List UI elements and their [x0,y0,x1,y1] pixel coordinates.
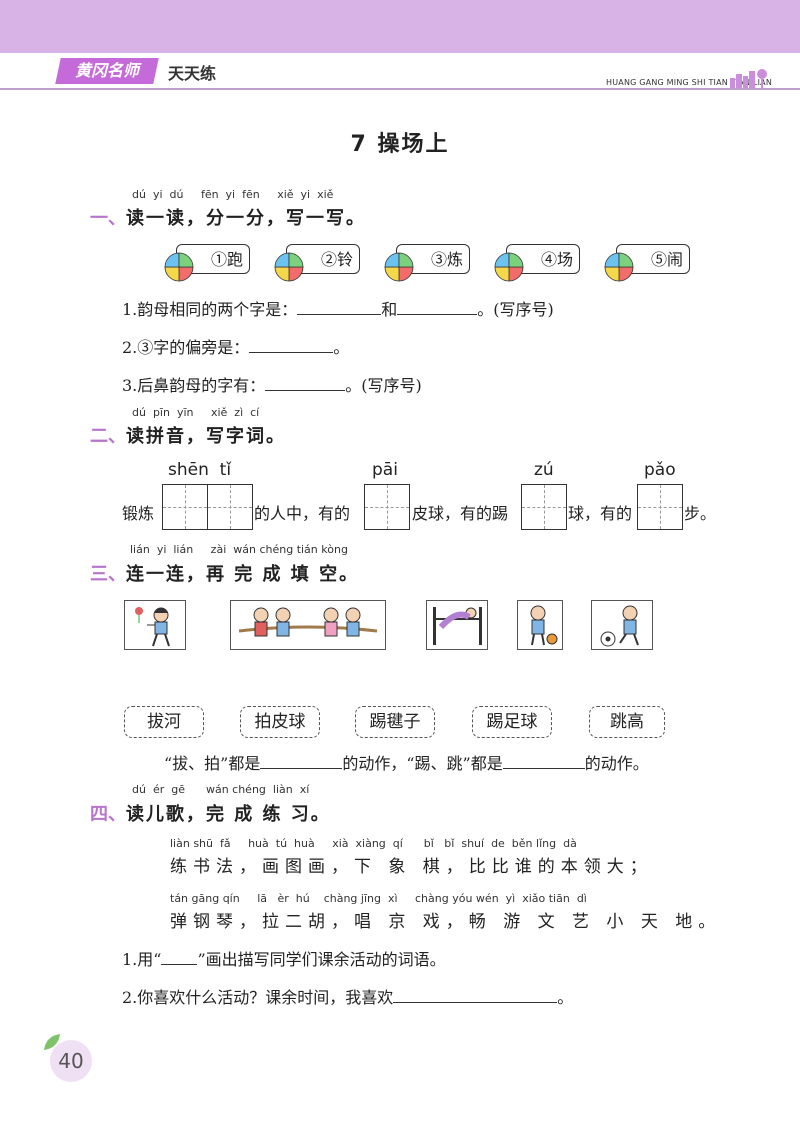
tianzige-box[interactable] [364,484,410,530]
page-number: 40 [50,1040,92,1082]
option-tug-of-war[interactable]: 拔河 [124,706,204,738]
soccer-boy-picture[interactable] [591,600,653,650]
s1-q2-blank[interactable] [249,336,334,353]
s3-pinyin: lián yi lián zài wán chéng tián kòng [130,543,348,556]
s3-fill: “拔、拍”都是 的动作，“踢、跳”都是 的动作。 [164,750,649,774]
s4-q1-suffix: ”画出描写同学们课余活动的词语。 [197,950,446,969]
header-band [0,0,800,53]
s3-fill-mid: 的动作，“踢、跳”都是 [342,754,503,773]
tianzige-box[interactable] [162,484,208,530]
s3-fill-prefix: “拔、拍”都是 [164,754,261,773]
tug-of-war-picture[interactable] [230,600,386,650]
header-divider [0,88,800,90]
s1-q1-blank-b[interactable] [397,298,478,315]
option-shuttlecock[interactable]: 踢毽子 [355,706,435,738]
s1-q1-mid: 和 [381,300,398,319]
tianzige-box[interactable] [207,484,253,530]
option-soccer[interactable]: 踢足球 [472,706,552,738]
s3-blank-b[interactable] [502,752,585,769]
s4-q2-suffix: 。 [557,988,574,1007]
py-pai: pāi [372,460,398,480]
s2-text-3: 皮球，有的踢 [412,504,509,523]
s1-q3: 3.后鼻韵母的字有： 。(写序号) [122,372,422,396]
poem-line1-pinyin: liàn shū fǎ huà tú huà xià xiàng qí bǐ b… [170,837,577,850]
s2-heading: 二、读拼音，写字词。 [90,422,286,448]
py-shenti: shēn tǐ [168,460,232,480]
s1-q2-suffix: 。 [333,338,350,357]
s2-number: 二、 [90,426,126,447]
brand-subtitle: 天天练 [168,64,217,83]
py-zu: zú [534,460,554,480]
s2-pinyin: dú pīn yīn xiě zì cí [132,406,260,419]
py-pao: pǎo [644,460,676,480]
skyline-icon [730,69,767,88]
s1-number: 一、 [90,208,126,229]
beach-ball-icon [274,252,304,282]
s2-text-2: 的人中，有的 [254,504,351,523]
s1-q1-suffix: 。(写序号) [477,300,554,319]
option-high-jump[interactable]: 跳高 [589,706,665,738]
s3-blank-a[interactable] [260,752,343,769]
s3-title: 连一连，再 完 成 填 空。 [126,564,360,585]
beach-ball-icon [494,252,524,282]
s2-text-5: 步。 [684,504,717,523]
beach-ball-icon [384,252,414,282]
option-pat-ball[interactable]: 拍皮球 [240,706,320,738]
s2-text-1: 锻炼 [122,504,155,523]
bouncing-ball-boy-picture[interactable] [517,600,563,650]
brand-text: 黄冈名师 [74,61,139,80]
s1-q3-prefix: 3.后鼻韵母的字有： [122,376,266,395]
s1-q1-prefix: 1.韵母相同的两个字是： [122,300,298,319]
char-tag: ⑤闹 [616,244,690,274]
poem-line2: 弹钢琴，拉二胡，唱 京 戏，畅 游 文 艺 小 天 地。 [170,912,722,932]
beach-ball-icon [164,252,194,282]
s1-title: 读一读，分一分，写一写。 [126,208,366,229]
s1-q2: 2.③字的偏旁是： 。 [122,334,349,358]
high-jump-picture[interactable] [426,600,488,650]
s4-number: 四、 [90,804,126,825]
s2-text-4: 球，有的 [568,504,633,523]
header-english: HUANG GANG MING SHI TIAN TIAN LIAN [606,78,773,87]
s4-q1-sample-line [161,948,198,965]
s2-title: 读拼音，写字词。 [126,426,286,447]
s1-q2-prefix: 2.③字的偏旁是： [122,338,250,357]
beach-ball-icon [604,252,634,282]
s1-q1-blank-a[interactable] [297,298,382,315]
page-title: 7 操场上 [350,132,450,157]
s4-title: 读儿歌，完 成 练 习。 [126,804,331,825]
s3-fill-suffix: 的动作。 [584,754,649,773]
s4-q1-prefix: 1.用“ [122,950,162,969]
s1-q3-blank[interactable] [265,374,346,391]
tianzige-box[interactable] [521,484,567,530]
s3-heading: 三、连一连，再 完 成 填 空。 [90,560,359,586]
s1-pinyin: dú yi dú fēn yi fēn xiě yi xiě [132,188,334,201]
poem-line1: 练书法，画图画，下 象 棋，比比谁的本领大； [170,857,653,877]
poem-line2-pinyin: tán gāng qín lā èr hú chàng jīng xì chàn… [170,892,587,905]
s4-q2-prefix: 2.你喜欢什么活动？课余时间，我喜欢 [122,988,394,1007]
s4-pinyin: dú ér gē wán chéng liàn xí [132,783,310,796]
s1-q3-suffix: 。(写序号) [345,376,422,395]
s1-heading: 一、读一读，分一分，写一写。 [90,204,366,230]
shuttlecock-girl-picture[interactable] [124,600,186,650]
s4-q1: 1.用“ ”画出描写同学们课余活动的词语。 [122,946,446,970]
s4-heading: 四、读儿歌，完 成 练 习。 [90,800,331,826]
s4-q2-blank[interactable] [393,986,558,1003]
tianzige-box[interactable] [637,484,683,530]
s1-q1: 1.韵母相同的两个字是： 和 。(写序号) [122,296,554,320]
brand-logo: 黄冈名师 [55,58,159,84]
s3-number: 三、 [90,564,126,585]
leaf-icon [44,1034,60,1050]
s4-q2: 2.你喜欢什么活动？课余时间，我喜欢 。 [122,984,573,1008]
